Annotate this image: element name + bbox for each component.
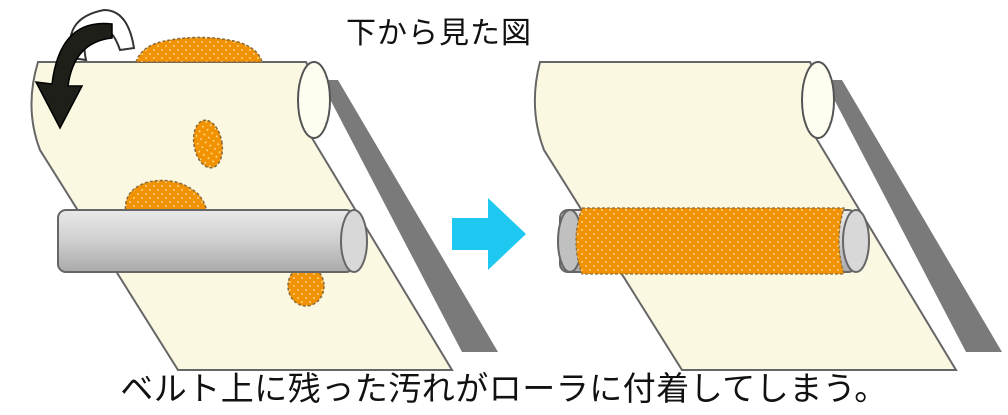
roller-end bbox=[340, 209, 368, 273]
curl-arrow-icon bbox=[34, 22, 113, 130]
bottom-view-label: 下から見た図 bbox=[346, 16, 532, 51]
stain-middle bbox=[192, 119, 224, 169]
stain-bottom bbox=[287, 265, 325, 307]
roller-end bbox=[842, 209, 870, 273]
belt-roll-end bbox=[297, 61, 331, 139]
belt-roll-end bbox=[801, 61, 835, 139]
right-panel bbox=[533, 61, 1002, 371]
transition-arrow-icon bbox=[452, 198, 526, 270]
belt-shadow bbox=[320, 80, 498, 352]
stain-top bbox=[134, 36, 263, 63]
belt-shadow bbox=[824, 80, 1002, 352]
left-panel bbox=[30, 8, 498, 371]
caption: ベルト上に残った汚れがローラに付着してしまう。 bbox=[120, 369, 888, 408]
roller-body bbox=[57, 209, 355, 273]
roller-stain bbox=[575, 207, 845, 275]
